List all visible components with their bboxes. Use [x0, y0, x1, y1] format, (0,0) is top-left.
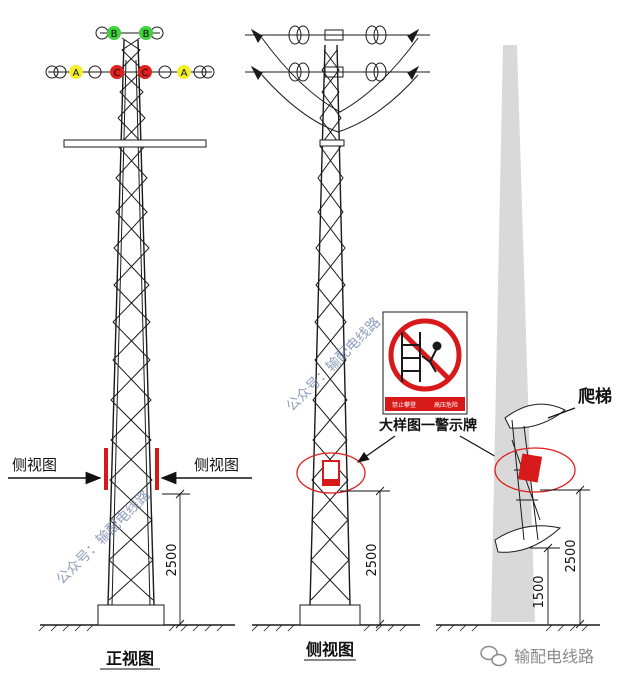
pole-ladder	[494, 403, 566, 553]
detail-sign-text-right: 高压危险	[434, 401, 458, 409]
pole-dimensions	[530, 485, 590, 629]
phase-a1-marker	[69, 65, 83, 79]
front-foundation	[97, 604, 165, 626]
phase-c1-label: C	[114, 68, 121, 79]
pole-highlight-ellipse	[494, 447, 576, 493]
side-view	[245, 25, 430, 632]
phase-a2-marker	[177, 65, 191, 79]
front-cross-arm	[63, 139, 207, 148]
detail-warning-sign: 禁止攀登 高压危险	[382, 311, 468, 415]
front-side-label-right: 侧视图	[194, 456, 239, 474]
side-clamps	[250, 28, 420, 80]
footer-watermark-text: 输配电线路	[514, 647, 594, 666]
side-highlight-ellipse	[296, 452, 366, 494]
phase-b2-marker	[139, 26, 153, 40]
front-view-title: 正视图	[106, 649, 154, 668]
footer-watermark: 输配电线路	[480, 645, 594, 667]
front-ground-hatch	[38, 624, 224, 632]
wechat-icon	[480, 645, 507, 667]
detail-sign-strip	[385, 397, 465, 411]
phase-a1-label: A	[73, 68, 80, 79]
phase-a2-label: A	[181, 68, 188, 79]
front-sign-left	[104, 448, 108, 490]
side-dimension	[340, 486, 390, 629]
front-side-label-left: 侧视图	[12, 456, 57, 474]
pole-view	[435, 45, 600, 632]
detail-caption: 大样图一警示牌	[379, 417, 477, 434]
front-sign-right	[155, 448, 159, 490]
phase-c1-marker	[110, 65, 124, 79]
phase-b2-label: B	[143, 29, 150, 40]
pole-dimension-inner: 1500	[532, 575, 547, 608]
phase-b1-label: B	[111, 29, 118, 40]
side-insulators	[288, 25, 387, 82]
detail-leader-left	[357, 435, 396, 463]
side-view-title: 侧视图	[306, 640, 354, 659]
side-dimension-label: 2500	[365, 543, 380, 576]
side-cross-arm	[319, 139, 345, 147]
ladder-leader	[547, 407, 576, 419]
front-view	[38, 26, 235, 632]
pole-sign	[517, 453, 543, 483]
ladder-label: 爬梯	[578, 386, 612, 407]
pole-dimension-outer: 2500	[564, 539, 579, 572]
detail-sign-text-left: 禁止攀登	[392, 401, 416, 409]
watermark-middle: 公众号：输配电线路	[284, 314, 384, 414]
front-dimension-label: 2500	[165, 543, 180, 576]
phase-b1-marker	[107, 26, 121, 40]
phase-c2-marker	[138, 65, 152, 79]
phase-c2-label: C	[142, 68, 149, 79]
phase-markers: B B A C C A	[69, 26, 191, 79]
side-foundation	[299, 604, 361, 626]
front-dimension	[162, 489, 190, 629]
